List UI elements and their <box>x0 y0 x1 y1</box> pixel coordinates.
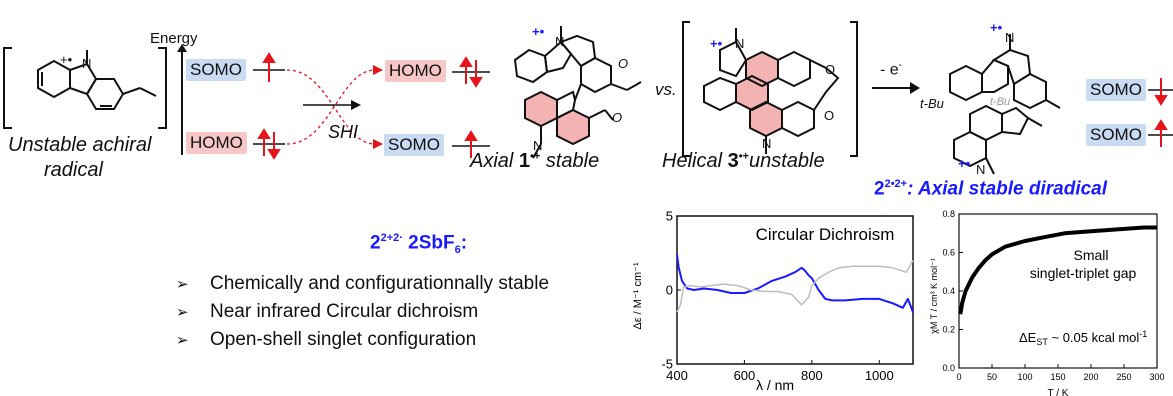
helical-radical-mark: +• <box>710 36 723 51</box>
x-tick-label: 50 <box>987 372 997 382</box>
left-caption-line1: Unstable achiral <box>8 134 152 156</box>
chi-ylabel: χM T / cm³ K mol⁻¹ <box>929 258 939 334</box>
carbazole-radical-structure <box>3 47 167 129</box>
cd-title: Circular Dichroism <box>756 225 895 244</box>
y-tick-label: -5 <box>661 356 673 371</box>
salt-heading: 22+2· 2SbF6: <box>370 232 468 257</box>
mid-orbital-levels <box>452 56 490 158</box>
cd-ylabel: Δε / M⁻¹ cm⁻¹ <box>632 262 644 330</box>
nitrogen-label: N <box>82 56 92 71</box>
y-tick-label: 0.8 <box>942 209 955 219</box>
right-somo-top-label: SOMO <box>1086 79 1146 101</box>
chi-delta-label: ΔEST ~ 0.05 kcal mol-1 <box>1019 329 1147 347</box>
chi-annotation-1: Small <box>1073 247 1108 263</box>
tbu-left-label: t-Bu <box>920 96 944 111</box>
chi-chart: χM T / cm³ K mol⁻¹ Small singlet-triplet… <box>929 209 1165 396</box>
list-item: ➢Open-shell singlet configuration <box>176 326 549 354</box>
axial-methoxy-label: O <box>612 110 623 125</box>
axial-n2-label: N <box>533 138 543 153</box>
left-somo-label: SOMO <box>186 59 246 81</box>
axial-methoxy2-label: O <box>618 56 629 71</box>
right-somo-bottom-label: SOMO <box>1086 124 1146 146</box>
diradical-n-bottom: N <box>976 162 986 177</box>
y-tick-label: 5 <box>666 208 673 223</box>
energy-axis-arrow <box>181 50 183 155</box>
vs-label: vs. <box>655 80 677 99</box>
diradical-n-top: N <box>1005 30 1015 45</box>
shi-label: SHI <box>328 122 359 142</box>
helical-n-label: N <box>735 36 745 51</box>
cd-chart: Δε / M⁻¹ cm⁻¹ Circular Dichroism λ / nm … <box>632 208 914 393</box>
right-orbital-levels <box>1148 78 1173 147</box>
cd-xlabel: λ / nm <box>756 377 794 393</box>
x-tick-label: 250 <box>1116 372 1131 382</box>
left-caption-line2: radical <box>44 159 103 181</box>
x-tick-label: 200 <box>1083 372 1098 382</box>
energy-label: Energy <box>150 30 198 47</box>
list-item: ➢Chemically and configurationnally stabl… <box>176 270 549 298</box>
tbu-inner-label: t-Bu <box>990 96 1011 108</box>
mid-somo-label: SOMO <box>384 134 444 156</box>
orbital-correlation-diagram <box>253 52 383 160</box>
series-line-0 <box>958 225 1157 315</box>
property-list: ➢Chemically and configurationnally stabl… <box>176 270 549 354</box>
axial-n-label: N <box>555 34 565 49</box>
x-tick-label: 800 <box>801 368 823 383</box>
chi-xlabel: T / K <box>1048 388 1069 396</box>
list-item: ➢Near infrared Circular dichroism <box>176 298 549 326</box>
oxidation-label: - e- <box>880 60 903 79</box>
oxidation-arrowhead-icon <box>910 82 920 94</box>
arrow-bullet-icon: ➢ <box>176 304 189 321</box>
arrow-bullet-icon: ➢ <box>176 276 189 293</box>
diradical-mark-top: +• <box>990 20 1003 35</box>
y-tick-label: 0.2 <box>942 325 955 335</box>
helical-o2-label: O <box>824 108 835 123</box>
y-tick-label: 0.6 <box>942 248 955 258</box>
oxidation-arrow <box>872 87 912 89</box>
x-tick-label: 300 <box>1149 372 1164 382</box>
series-line-1 <box>676 260 914 313</box>
axial-caption: Axial 1•+ stable <box>470 150 600 172</box>
x-tick-label: 1000 <box>865 368 894 383</box>
axial-diradical-structure <box>949 34 1061 175</box>
x-tick-label: 0 <box>956 372 961 382</box>
radical-cation-mark: +• <box>60 52 73 67</box>
y-tick-label: 0.4 <box>942 286 955 296</box>
helical-n2-label: N <box>762 136 772 151</box>
energy-arrowhead-icon <box>177 44 187 52</box>
x-tick-label: 600 <box>734 368 756 383</box>
x-tick-label: 150 <box>1050 372 1065 382</box>
axial-radical-structure <box>513 26 642 159</box>
series-line-0 <box>676 254 914 313</box>
diradical-caption: 22•2+: Axial stable diradical <box>874 178 1108 200</box>
helical-caption: Helical 3•+unstable <box>662 150 825 172</box>
x-tick-label: 100 <box>1017 372 1032 382</box>
arrow-bullet-icon: ➢ <box>176 332 189 349</box>
chi-annotation-2: singlet-triplet gap <box>1030 265 1137 281</box>
diradical-mark-bottom: +• <box>958 156 971 171</box>
helical-o1-label: O <box>825 62 836 77</box>
axial-radical-mark: +• <box>532 24 545 39</box>
mid-homo-label: HOMO <box>385 60 446 82</box>
left-homo-label: HOMO <box>186 132 247 154</box>
y-tick-label: 0.0 <box>942 363 955 373</box>
y-tick-label: 0 <box>666 282 673 297</box>
x-tick-label: 400 <box>666 368 688 383</box>
helical-radical-structure <box>682 21 858 157</box>
